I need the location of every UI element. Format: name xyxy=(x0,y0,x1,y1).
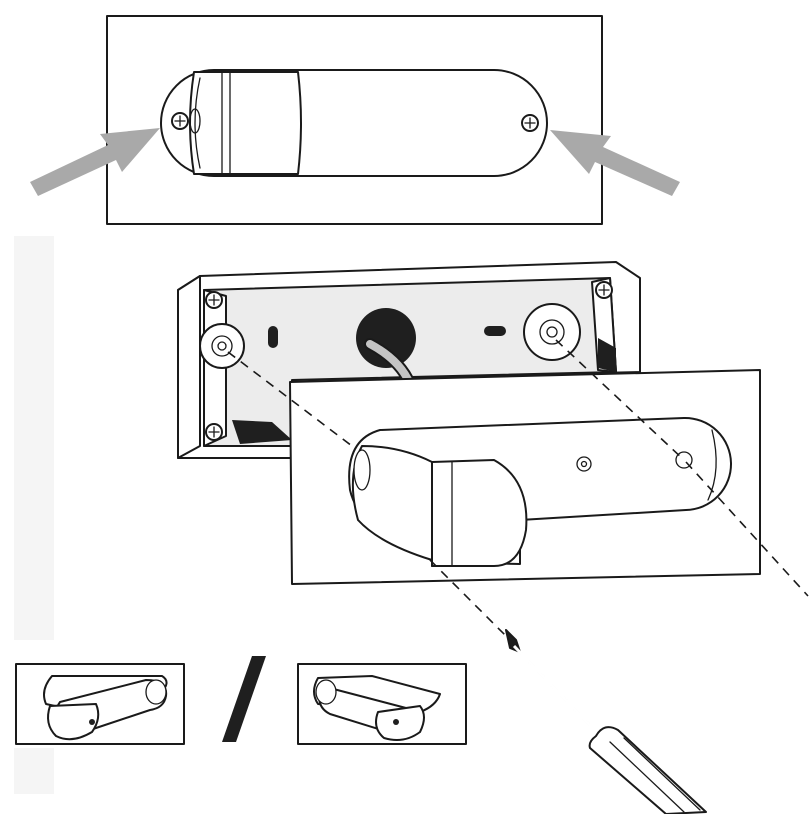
variant-left-cap xyxy=(145,679,167,705)
box-corner-wedge xyxy=(232,420,292,444)
mounting-box-side-left xyxy=(177,275,201,459)
top-panel xyxy=(30,15,680,225)
lamp-cylinder-hole xyxy=(353,449,371,491)
bottom-options xyxy=(15,656,467,745)
screw-icon xyxy=(205,291,223,309)
screw-icon xyxy=(205,423,223,441)
arrow-icon xyxy=(30,128,160,196)
mounting-boss-left xyxy=(199,323,245,369)
top-cylinder-head xyxy=(189,71,302,175)
mounting-slot xyxy=(484,326,506,336)
cover-screw-hole xyxy=(576,456,592,472)
box-corner-wedge xyxy=(598,338,616,372)
top-cylinder-hole xyxy=(189,108,201,134)
left-edge-ghost-bar xyxy=(14,236,54,640)
cable-hole xyxy=(356,308,416,368)
screwdriver-icon xyxy=(505,629,707,814)
alignment-line xyxy=(429,559,521,651)
variant-left-head xyxy=(47,703,100,741)
lamp-cylinder xyxy=(351,445,433,561)
screw-icon xyxy=(171,112,189,130)
mounting-boss-right xyxy=(523,303,581,361)
variant-left-dot xyxy=(89,719,95,725)
alignment-line xyxy=(685,461,809,597)
variant-right-cap xyxy=(315,679,337,705)
mounting-slot xyxy=(268,326,278,348)
left-edge-ghost-bar-lower xyxy=(14,748,54,794)
lamp-body-shadow xyxy=(707,429,717,501)
top-cylinder-edge xyxy=(194,77,201,169)
variant-right-head xyxy=(375,705,425,741)
arrow-icon xyxy=(550,130,680,196)
middle-panel xyxy=(177,261,809,651)
screw-icon xyxy=(521,114,539,132)
alignment-line xyxy=(227,351,353,447)
screw-icon xyxy=(595,281,613,299)
lamp-head-block xyxy=(431,459,528,567)
option-separator xyxy=(222,656,266,742)
alignment-line xyxy=(555,339,685,461)
variant-right-dot xyxy=(393,719,399,725)
